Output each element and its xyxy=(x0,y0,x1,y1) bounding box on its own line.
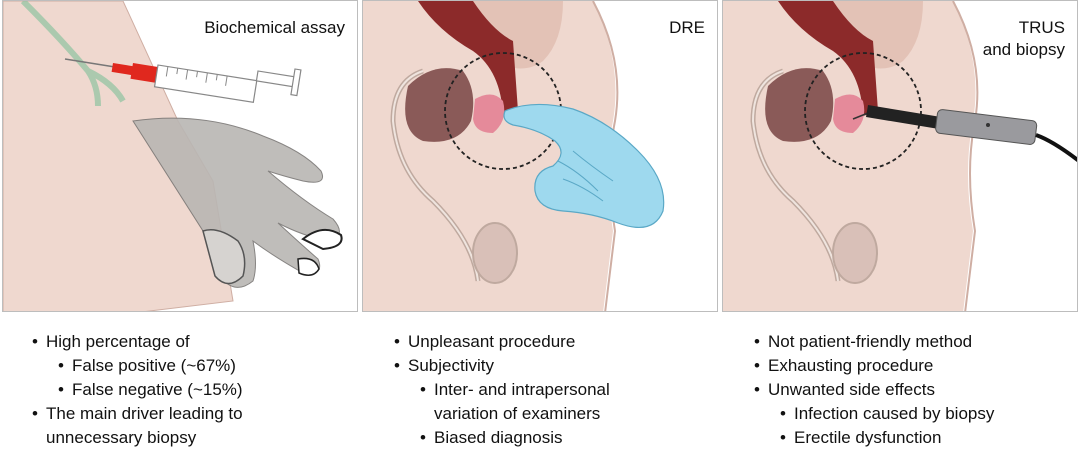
panel-title: Biochemical assay xyxy=(204,18,345,37)
dre-bullets: Unpleasant procedureSubjectivityInter- a… xyxy=(392,330,610,450)
biochemical-assay-panel: Biochemical assay xyxy=(2,0,358,312)
sub-bullet-item: variation of examiners xyxy=(434,404,601,423)
trus-illustration xyxy=(723,1,1077,311)
bullet-item: Unpleasant procedure xyxy=(392,330,610,354)
trus-bullets: Not patient-friendly methodExhausting pr… xyxy=(752,330,994,450)
trus-panel: TRUS and biopsy xyxy=(722,0,1078,312)
bullet-item: The main driver leading to xyxy=(30,402,243,426)
dre-panel: DRE xyxy=(362,0,718,312)
bullet-item: High percentage of xyxy=(30,330,243,354)
sub-bullet-item: Biased diagnosis xyxy=(418,426,610,450)
sub-bullet-item: Infection caused by biopsy xyxy=(778,402,994,426)
sub-bullet-item: False negative (~15%) xyxy=(56,378,243,402)
bullet-item: Not patient-friendly method xyxy=(752,330,994,354)
bullet-item: Unwanted side effects xyxy=(752,378,994,402)
sub-bullet-item: Erectile dysfunction xyxy=(778,426,994,450)
bullet-item: unnecessary biopsy xyxy=(46,428,197,447)
panel-title-line: and biopsy xyxy=(982,40,1065,59)
bullet-item: Subjectivity xyxy=(392,354,610,378)
panel-title: DRE xyxy=(669,18,705,37)
sub-bullet-item: Inter- and intrapersonal xyxy=(418,378,610,402)
hand-syringe-illustration xyxy=(3,1,343,311)
panel-title: TRUS and biopsy xyxy=(983,17,1065,61)
sub-bullet-item: False positive (~67%) xyxy=(56,354,243,378)
biochemical-assay-bullets: High percentage ofFalse positive (~67%)F… xyxy=(30,330,243,450)
panel-title-line: TRUS xyxy=(1018,18,1065,37)
bullet-item: Exhausting procedure xyxy=(752,354,994,378)
dre-illustration xyxy=(363,1,665,311)
